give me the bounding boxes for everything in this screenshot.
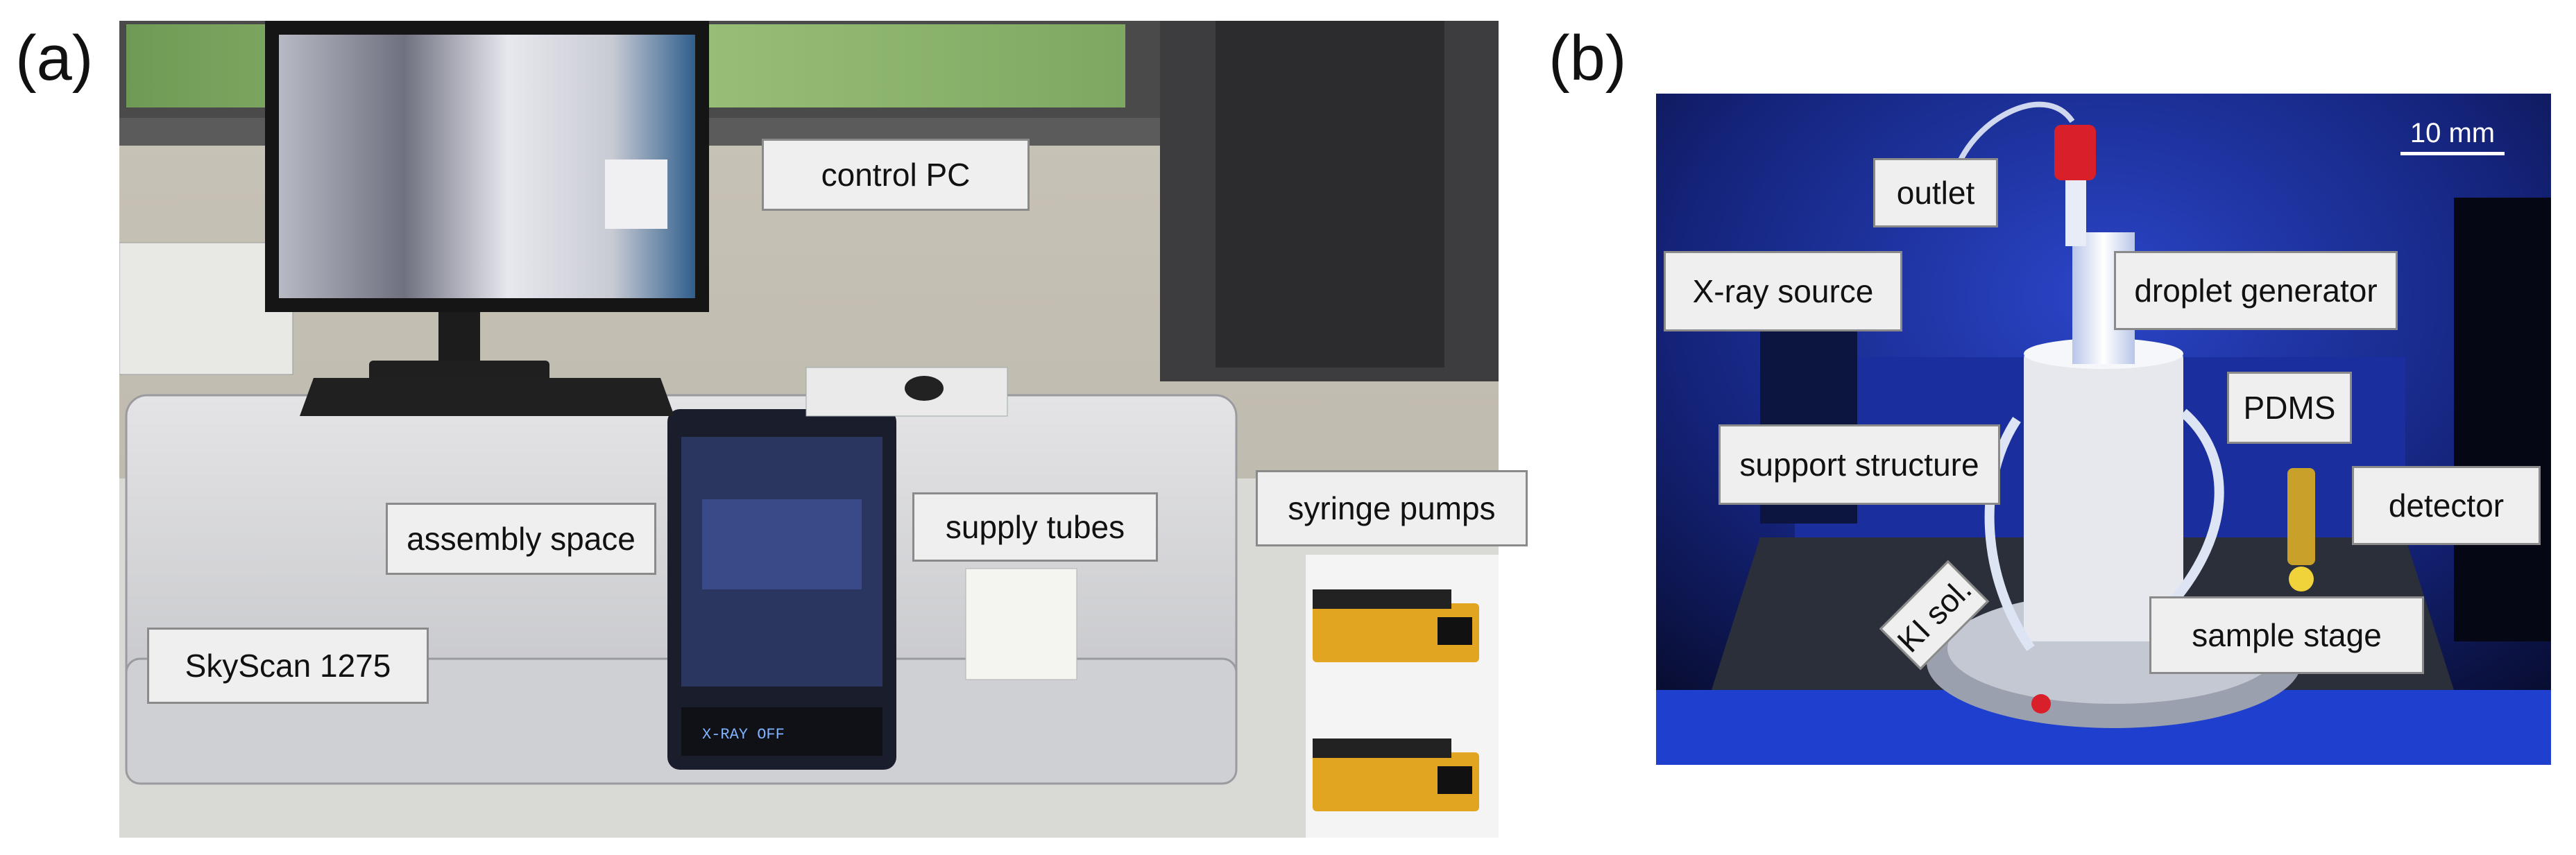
label-xray-source: X-ray source [1664, 251, 1902, 331]
scale-bar: 10 mm [2400, 118, 2505, 155]
panel-a-letter: (a) [15, 23, 94, 94]
xray-chamber-illustration [1656, 94, 2551, 765]
scale-bar-line [2400, 152, 2505, 155]
label-droplet-generator: droplet generator [2114, 251, 2398, 330]
label-outlet: outlet [1873, 158, 1998, 227]
label-control-pc: control PC [762, 139, 1030, 211]
xray-status-readout: X-RAY OFF [702, 726, 785, 743]
label-assembly-space: assembly space [386, 503, 656, 575]
label-supply-tubes: supply tubes [912, 492, 1158, 562]
label-skyscan: SkyScan 1275 [147, 628, 429, 704]
label-syringe-pumps: syringe pumps [1256, 470, 1528, 546]
label-sample-stage: sample stage [2149, 596, 2424, 674]
label-detector: detector [2352, 466, 2541, 545]
label-pdms: PDMS [2227, 372, 2352, 444]
panel-b-letter: (b) [1549, 23, 1627, 94]
label-support-structure: support structure [1718, 424, 2000, 505]
panel-b-photo [1656, 94, 2551, 765]
scale-bar-label: 10 mm [2409, 118, 2496, 148]
